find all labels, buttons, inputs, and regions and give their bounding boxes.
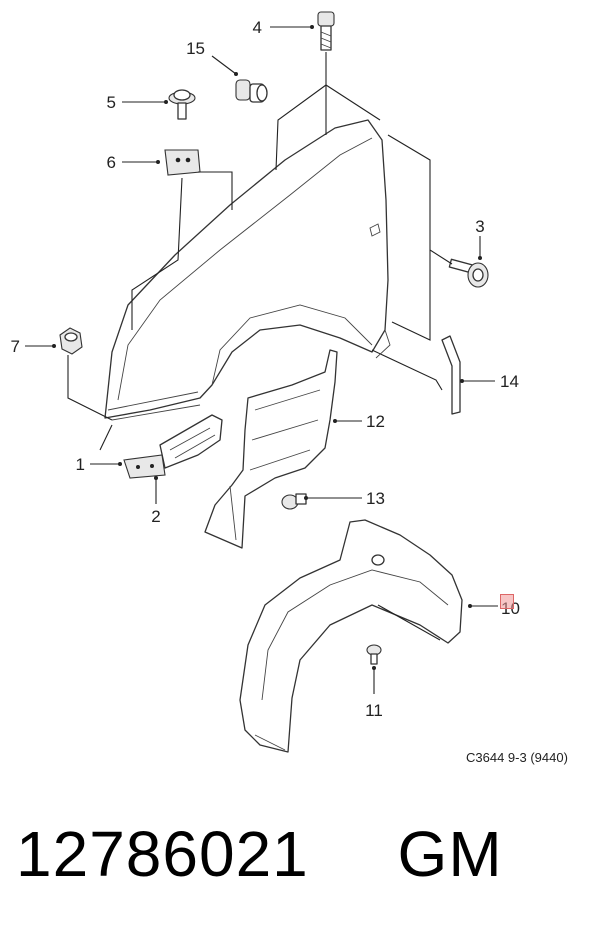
push-clip-part-11 [366,644,382,665]
part-number: 12786021 [16,818,309,890]
nut-part-7 [59,327,83,355]
trim-strip-part-14 [441,335,461,415]
front-fender-panel [104,119,391,421]
selection-marker [500,594,514,609]
callout-13: 13 [366,489,385,508]
exploded-parts-diagram: 4 15 5 6 3 7 14 12 1 13 2 10 11 [11,11,520,753]
callout-5: 5 [107,93,116,112]
bolt-part-4 [317,11,335,51]
brand-label: GM [397,818,503,890]
bracket-part-6 [164,149,201,176]
callout-4: 4 [253,18,262,37]
wheelhouse-liner-part-10 [239,519,463,753]
callout-15: 15 [186,39,205,58]
splash-shield-part-12 [204,349,338,549]
screw-part-5 [168,89,196,120]
callout-2: 2 [151,507,160,526]
clip-nut-part-15 [235,79,268,103]
lower-bracket-part-1 [123,414,223,479]
callout-3: 3 [475,217,484,236]
callout-1: 1 [76,455,85,474]
callout-11: 11 [365,701,383,720]
callout-7: 7 [11,337,20,356]
callout-14: 14 [500,372,519,391]
bolt-part-3 [448,258,489,288]
diagram-caption: C3644 9-3 (9440) [466,750,568,765]
bolt-part-13 [281,493,307,510]
callout-12: 12 [366,412,385,431]
callout-6: 6 [107,153,116,172]
part-number-line: 12786021 GM [16,822,503,886]
leader-lines [25,25,498,694]
